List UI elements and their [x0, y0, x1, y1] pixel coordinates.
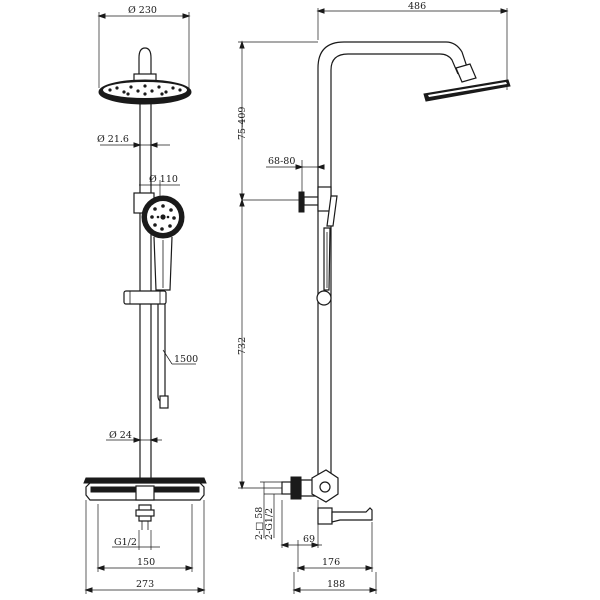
dim-overall-width: 273: [84, 500, 206, 594]
front-view: Ø 230 Ø 21.6: [83, 5, 207, 594]
inlet-thread-label: G1/2: [114, 537, 137, 548]
hose-length-label: 1500: [174, 354, 198, 365]
slide-holder-side: [242, 186, 338, 227]
inlet-offset-label: 69: [303, 534, 315, 545]
shower-arm-inner: [330, 53, 459, 480]
flange-thread-label: 2-G1/2: [264, 508, 275, 540]
dim-hose-length: 1500: [162, 349, 198, 365]
inlet-spacing-label: 150: [137, 557, 155, 568]
spout-reach-label: 176: [322, 557, 340, 568]
thermostatic-mixer-front: [83, 477, 207, 501]
overall-depth-label: 188: [327, 579, 345, 590]
riser-height-label: 732: [237, 337, 248, 355]
overhead-shower-side: [423, 79, 511, 102]
slider-bracket: [123, 290, 167, 305]
head-connector-side: [455, 63, 477, 83]
dim-inlet-offset: 69: [280, 500, 322, 548]
head-height-range-label: 75-409: [237, 107, 248, 140]
shower-arm-outer: [317, 41, 469, 480]
dim-arm-reach: 486: [316, 1, 509, 90]
overall-width-label: 273: [136, 579, 154, 590]
riser-top-diameter-label: Ø 21.6: [97, 134, 129, 145]
dim-riser-top: Ø 21.6: [97, 134, 170, 148]
dim-head-height-range: 75-409: [237, 40, 318, 202]
handshower-diameter-label: Ø 110: [149, 174, 178, 185]
side-view: 486 75-409 68-80: [237, 1, 511, 594]
dim-valve-offset: 68-80: [266, 156, 325, 200]
riser-bottom-diameter-label: Ø 24: [109, 430, 132, 441]
overhead-shower-front: [98, 73, 192, 105]
arm-reach-label: 486: [408, 1, 426, 12]
hand-shower-side: [316, 227, 332, 306]
dim-flange: 2-□ 58 2-G1/2: [254, 481, 282, 540]
bath-spout-side: [317, 507, 373, 525]
dim-inlet-spacing: 150: [96, 504, 194, 572]
dim-riser-height: 732: [237, 198, 318, 490]
flange-size-label: 2-□ 58: [254, 507, 265, 540]
valve-offset-label: 68-80: [268, 156, 295, 167]
dim-spout-reach: 176: [296, 522, 374, 572]
inlet-fittings-front: [135, 504, 155, 530]
dim-overall-depth: 188: [292, 572, 378, 594]
mixer-body-side: [281, 469, 339, 503]
hand-shower-front: [141, 195, 185, 291]
dim-riser-bottom: Ø 24: [106, 430, 162, 443]
head-diameter-label: Ø 230: [128, 5, 157, 16]
dim-inlet-thread: G1/2: [112, 530, 160, 550]
dim-head-diameter: Ø 230: [97, 5, 191, 88]
riser-top-cap: [138, 47, 152, 80]
